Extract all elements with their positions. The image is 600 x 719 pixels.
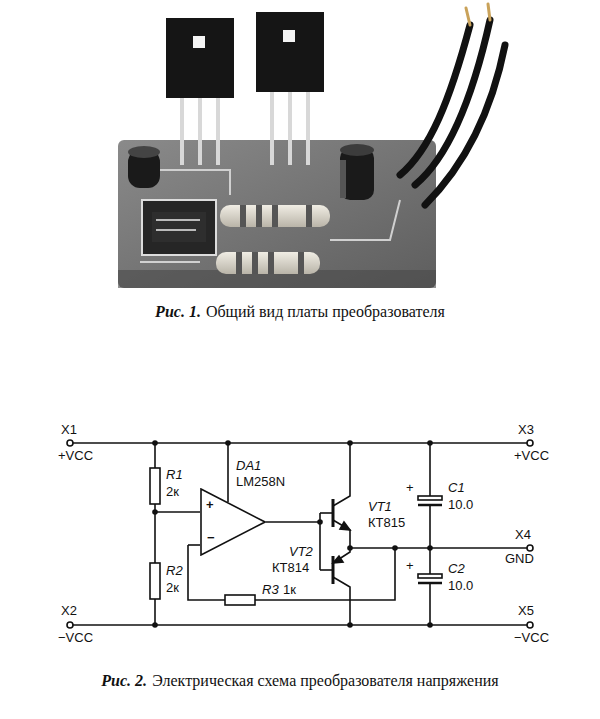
terminal-name: X4 xyxy=(515,528,531,543)
terminal-name: X1 xyxy=(61,423,77,438)
supply-name: +VCC xyxy=(58,449,93,464)
part-name: R1 xyxy=(166,468,183,483)
supply-name: −VCC xyxy=(58,631,93,646)
supply-name: −VCC xyxy=(514,631,549,646)
part-name: R2 xyxy=(166,564,183,579)
figure-number: Рис. 1. xyxy=(155,303,201,321)
terminal-name: X3 xyxy=(518,423,534,438)
part-value: КТ814 xyxy=(272,561,309,576)
terminal-name: X5 xyxy=(518,604,534,619)
board-photo xyxy=(118,4,505,288)
part-value: КТ815 xyxy=(368,516,405,531)
ground-name: GND xyxy=(505,552,534,567)
part-value: 1к xyxy=(283,583,296,598)
polarity-mark: + xyxy=(406,559,414,574)
part-value: 10.0 xyxy=(448,579,473,594)
circuit-schematic xyxy=(67,440,533,628)
part-value: 2к xyxy=(166,485,179,500)
figure-number: Рис. 2. xyxy=(101,672,147,690)
input-sign: − xyxy=(207,531,215,544)
part-name: C2 xyxy=(448,562,465,577)
supply-name: +VCC xyxy=(514,449,549,464)
terminal-name: X2 xyxy=(61,604,77,619)
polarity-mark: + xyxy=(406,481,414,496)
opamp-triangle: +− xyxy=(200,488,266,556)
part-name: C1 xyxy=(448,481,465,496)
figure-caption: Общий вид платы преобразователя xyxy=(206,303,445,321)
part-name: R3 xyxy=(262,583,279,598)
figure-caption: Электрическая схема преобразователя напр… xyxy=(152,672,499,690)
part-value: 2к xyxy=(166,581,179,596)
caption-line: Рис. 1. Общий вид платы преобразователя xyxy=(0,303,600,321)
input-sign: + xyxy=(206,498,214,511)
part-name: VT2 xyxy=(289,545,313,560)
part-name: VT1 xyxy=(368,500,392,515)
part-name: DA1 xyxy=(236,459,261,474)
part-value: 10.0 xyxy=(448,498,473,513)
part-value: LM258N xyxy=(236,475,285,490)
caption-line: Рис. 2. Электрическая схема преобразовате… xyxy=(0,672,600,690)
